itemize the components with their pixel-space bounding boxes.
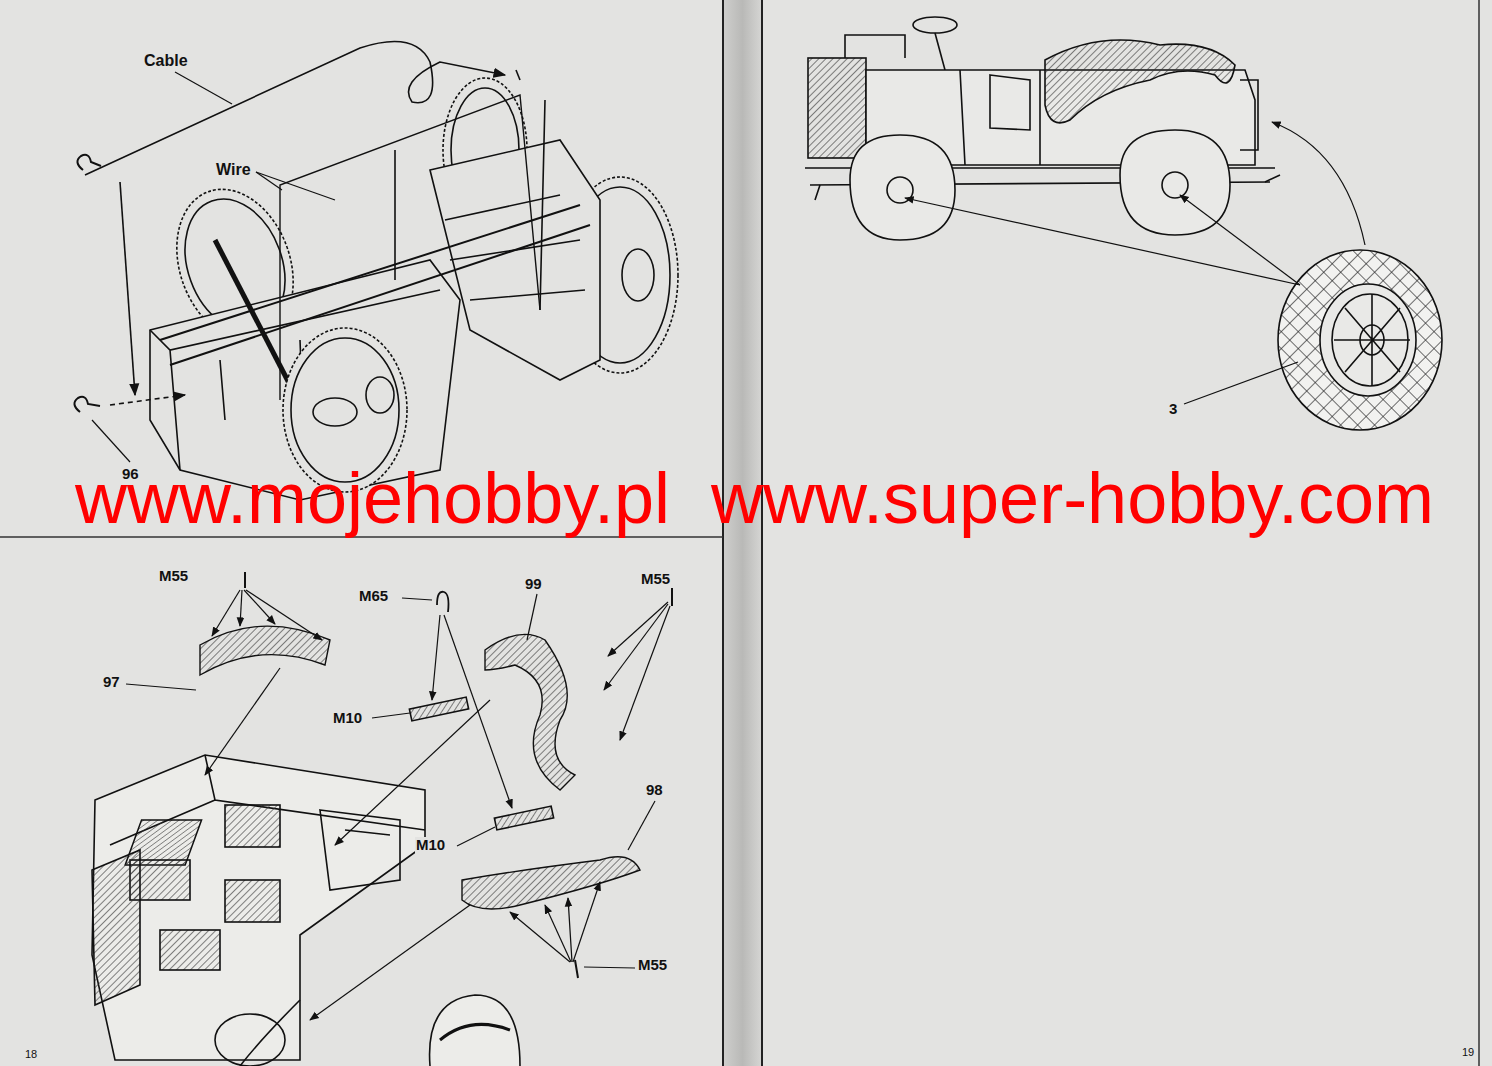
watermark: www.super-hobby.com: [710, 462, 1435, 534]
leader-lines: [905, 122, 1365, 404]
body-tub-drawing: [92, 572, 672, 1066]
callout-number: M10: [332, 710, 363, 727]
callout-number: 99: [524, 576, 543, 593]
callout-number: M10: [415, 837, 446, 854]
callout-number: M65: [358, 588, 389, 605]
watermark: www.mojehobby.pl: [74, 462, 671, 534]
leader-lines: [92, 72, 335, 462]
chassis-drawing: [74, 42, 678, 500]
vehicle-side-drawing: [805, 17, 1442, 430]
callout-number: M55: [637, 957, 668, 974]
callout-number: M55: [640, 571, 671, 588]
part-label: Wire: [215, 161, 252, 179]
callout-number: 3: [1168, 401, 1178, 418]
callout-number: 98: [645, 782, 664, 799]
page-number: 19: [1461, 1046, 1475, 1058]
callout-number: 97: [102, 674, 121, 691]
part-label: Cable: [143, 52, 189, 70]
callout-number: M55: [158, 568, 189, 585]
leader-lines: [126, 590, 670, 1020]
page-number: 18: [24, 1048, 38, 1060]
